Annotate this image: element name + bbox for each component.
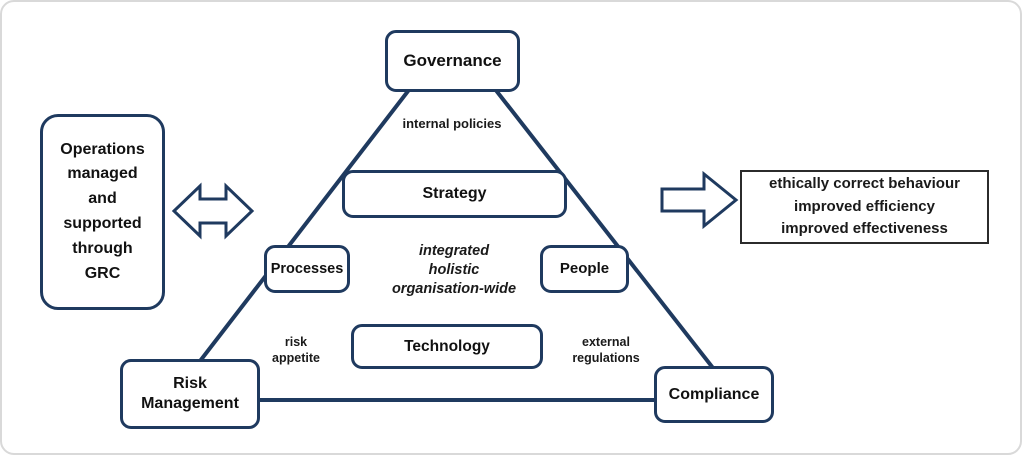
external-regulations-label: external regulations — [560, 334, 652, 367]
people-box: People — [540, 245, 629, 293]
strategy-label: Strategy — [422, 185, 487, 202]
strategy-box: Strategy — [342, 170, 567, 218]
holistic-line2: holistic — [428, 262, 480, 279]
outcomes-line3: improved effectiveness — [781, 220, 948, 238]
compliance-label: Compliance — [668, 385, 760, 403]
operations-line3: and — [88, 190, 117, 208]
external-regulations-line2: regulations — [572, 351, 640, 366]
risk-management-box: Risk Management — [120, 359, 260, 429]
people-label: People — [559, 259, 610, 277]
technology-label: Technology — [404, 337, 490, 355]
right-arrow-icon — [660, 170, 739, 230]
external-regulations-line1: external — [582, 335, 630, 349]
grc-triangle — [168, 32, 740, 402]
operations-line2: managed — [67, 165, 138, 183]
operations-line5: through — [72, 239, 133, 257]
outcomes-line2: improved efficiency — [794, 197, 935, 215]
operations-line4: supported — [63, 215, 142, 232]
governance-label: Governance — [403, 51, 502, 71]
risk-management-label-line2: Management — [141, 395, 239, 412]
processes-box: Processes — [264, 245, 350, 293]
double-headed-arrow-icon — [171, 182, 255, 240]
processes-label: Processes — [270, 260, 344, 277]
internal-policies-label: internal policies — [402, 116, 502, 131]
holistic-line1: integrated — [418, 243, 490, 259]
operations-line1: Operations — [60, 140, 145, 158]
risk-appetite-label: risk appetite — [260, 334, 332, 367]
compliance-box: Compliance — [654, 366, 774, 423]
risk-appetite-line1: risk — [284, 335, 308, 349]
holistic-line3: organisation-wide — [391, 281, 517, 298]
operations-line6: GRC — [84, 264, 121, 282]
outcomes-box: ethically correct behaviour improved eff… — [740, 170, 989, 244]
risk-appetite-line2: appetite — [272, 351, 320, 366]
technology-box: Technology — [351, 324, 543, 369]
holistic-text: integrated holistic organisation-wide — [359, 242, 549, 299]
outcomes-line1: ethically correct behaviour — [769, 175, 960, 193]
governance-box: Governance — [385, 30, 520, 92]
risk-management-label-line1: Risk — [173, 375, 207, 392]
operations-grc-box: Operations managed and supported through… — [40, 114, 165, 310]
